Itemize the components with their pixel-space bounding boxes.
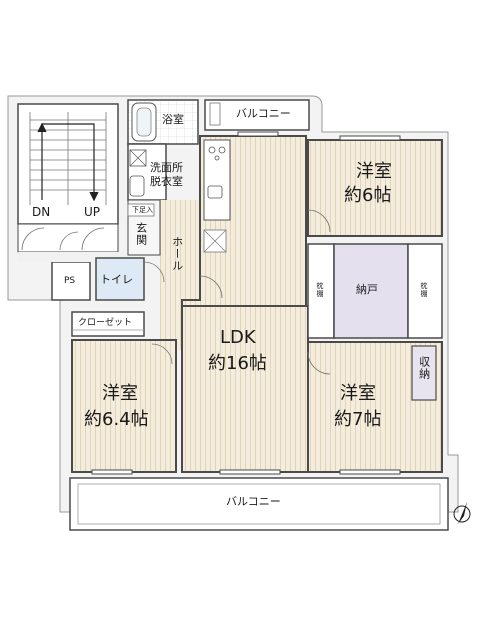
label-ldk-size: 約16帖: [208, 353, 267, 374]
common-corridor: [18, 252, 128, 262]
ldk-room: [181, 135, 307, 311]
label-stairs-down: DN: [32, 205, 51, 219]
shoe-box: [127, 203, 155, 217]
door-swing: [21, 227, 45, 251]
label-western-6-name: 洋室: [356, 161, 392, 182]
storage-closet: [411, 345, 437, 401]
door-swing: [307, 351, 331, 375]
ldk-main: [181, 305, 309, 473]
label-washroom-2: 脱衣室: [150, 175, 183, 188]
north-arrow-icon: [453, 502, 471, 524]
label-closet: クローゼット: [78, 318, 133, 328]
label-western-7-name: 洋室: [340, 383, 376, 404]
western-room-64: [71, 339, 177, 473]
stairs-treads: [29, 112, 107, 205]
ps-shaft: [51, 261, 91, 301]
label-pillow-shelf-left: 枕棚: [316, 282, 325, 298]
door-swing: [199, 275, 223, 299]
label-storage-room: 納戸: [356, 283, 378, 296]
sink-icon: [129, 175, 145, 197]
label-western-7-size: 約7帖: [334, 409, 382, 430]
label-stairs-up: UP: [84, 205, 101, 219]
label-pillow-shelf-right: 枕棚: [420, 282, 429, 298]
label-western-6-size: 約6帖: [344, 185, 392, 206]
label-western-64-size: 約6.4帖: [84, 409, 149, 430]
label-western-64-name: 洋室: [102, 383, 138, 404]
balcony-top: [204, 99, 310, 131]
label-ps: PS: [64, 276, 76, 286]
label-balcony-top: バルコニー: [236, 107, 291, 120]
toilet-room: [95, 257, 145, 301]
pillow-shelf-right: [407, 243, 443, 339]
label-washroom-1: 洗面所: [150, 161, 183, 174]
label-toilet: トイレ: [100, 273, 133, 286]
door-swing: [307, 209, 331, 233]
label-entrance: 玄関: [134, 222, 148, 246]
kitchen-counter: [203, 139, 231, 221]
label-ldk-name: LDK: [220, 327, 256, 348]
stove-icon: [208, 146, 216, 154]
label-shoe-box: 下足入: [132, 206, 153, 214]
door-swing: [81, 227, 105, 251]
label-hall: ホール: [170, 236, 184, 272]
label-bath: 浴室: [162, 113, 184, 126]
label-storage: 収納: [417, 356, 431, 380]
door-swing: [143, 261, 165, 283]
stair-arrows: [37, 122, 99, 202]
door-swing: [151, 343, 173, 365]
stair-landing: [17, 223, 119, 253]
door-swing: [59, 231, 79, 251]
closet: [71, 311, 145, 337]
storage-room: [333, 243, 409, 339]
label-balcony-bottom: バルコニー: [226, 495, 281, 508]
pillow-shelf-left: [307, 243, 335, 339]
